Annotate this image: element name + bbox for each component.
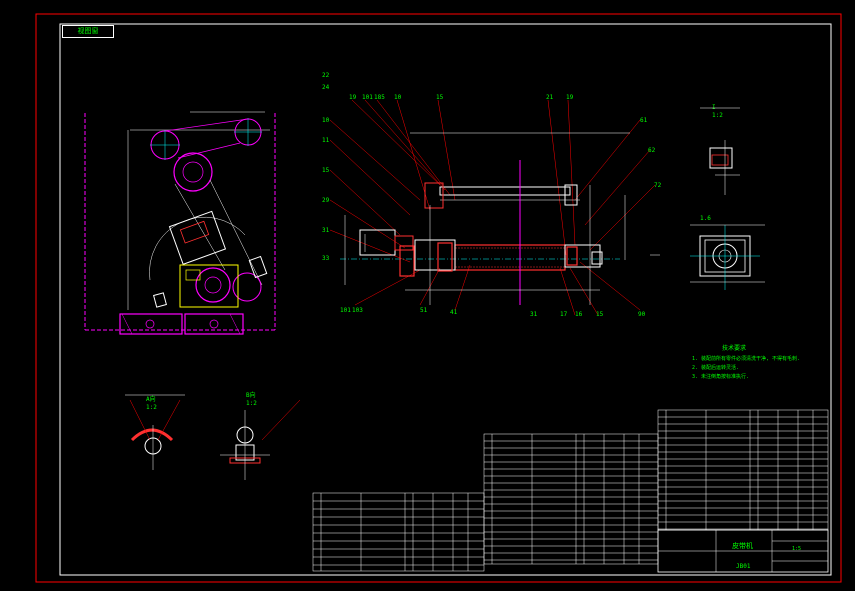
- section-a-label: A向: [146, 395, 156, 403]
- svg-text:31: 31: [322, 227, 330, 234]
- svg-text:101: 101: [340, 307, 351, 314]
- svg-text:10: 10: [394, 94, 402, 101]
- svg-text:103: 103: [352, 307, 363, 314]
- technical-notes: 技术要求 1. 装配前所有零件必须清洗干净, 不得有毛刺. 2. 装配后运转灵活…: [692, 344, 800, 380]
- outer-frame: [35, 13, 842, 583]
- section-views: A向 1:2 B向 1:2: [125, 391, 301, 480]
- notes-title: 技术要求: [722, 344, 746, 352]
- drawing-scale: 1:5: [792, 546, 801, 552]
- svg-text:72: 72: [654, 182, 662, 189]
- svg-text:61: 61: [640, 117, 648, 124]
- svg-text:62: 62: [648, 147, 656, 154]
- detail-label: I: [712, 104, 716, 111]
- note-line: 2. 装配后运转灵活.: [692, 364, 739, 371]
- svg-text:90: 90: [638, 311, 646, 318]
- svg-text:17: 17: [560, 311, 568, 318]
- section-a-scale: 1:2: [146, 404, 157, 411]
- svg-text:19: 19: [566, 94, 574, 101]
- svg-text:21: 21: [546, 94, 554, 101]
- note-line: 1. 装配前所有零件必须清洗干净, 不得有毛刺.: [692, 355, 800, 362]
- svg-text:11: 11: [322, 137, 330, 144]
- svg-text:185: 185: [374, 94, 385, 101]
- svg-text:16: 16: [575, 311, 583, 318]
- svg-text:31: 31: [530, 311, 538, 318]
- drawing-number: JB01: [736, 563, 751, 570]
- svg-text:51: 51: [420, 307, 428, 314]
- svg-text:10: 10: [322, 117, 330, 124]
- section-b-label: B向: [246, 391, 256, 399]
- svg-text:1.6: 1.6: [700, 215, 711, 222]
- svg-text:33: 33: [322, 255, 330, 262]
- svg-text:101: 101: [362, 94, 373, 101]
- svg-text:15: 15: [436, 94, 444, 101]
- svg-text:41: 41: [450, 309, 458, 316]
- note-line: 3. 未注倒角按标准执行.: [692, 373, 749, 380]
- left-elevation-view: [84, 111, 276, 335]
- svg-text:22: 22: [322, 72, 330, 79]
- drawing-name: 皮带机: [732, 541, 753, 550]
- parts-list: [312, 409, 829, 572]
- svg-text:15: 15: [322, 167, 330, 174]
- svg-text:19: 19: [349, 94, 357, 101]
- svg-text:24: 24: [322, 84, 330, 91]
- right-end-views: I 1:2 1.6: [690, 104, 765, 290]
- section-b-scale: 1:2: [246, 400, 257, 407]
- inner-frame: [59, 23, 832, 576]
- view-stamp: 视图窗: [62, 25, 114, 38]
- detail-scale: 1:2: [712, 112, 723, 119]
- svg-text:15: 15: [596, 311, 604, 318]
- svg-text:29: 29: [322, 197, 330, 204]
- title-block: 皮带机 JB01 1:5: [657, 529, 829, 573]
